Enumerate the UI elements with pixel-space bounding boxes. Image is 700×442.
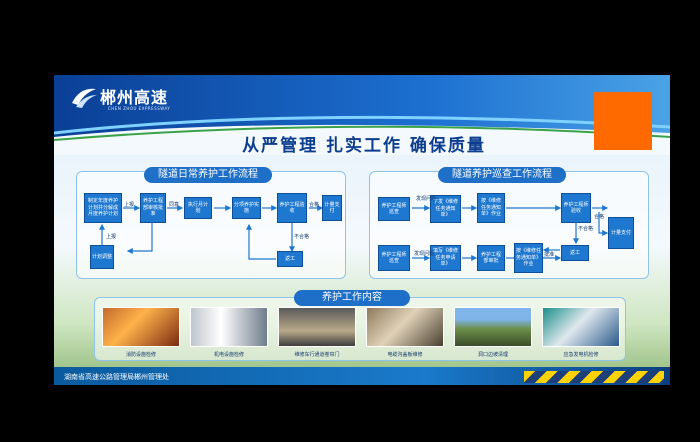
label-unqualified-right: 不合格 (578, 226, 594, 232)
poster-board: 郴州高速 CHEN ZHOU EXPRESSWAY 从严管理 扎实工作 确保质量… (54, 75, 670, 385)
caption-slope: 洞口边坡清理 (477, 352, 508, 358)
box-implement: 分项养护实施 (232, 197, 261, 219)
logo-english: CHEN ZHOU EXPRESSWAY (108, 106, 171, 111)
label-qualified-right: 合格 (594, 214, 605, 220)
box-daily: 养护工程师巡查 (378, 245, 410, 271)
caption-generator: 应急发电机检修 (563, 352, 599, 358)
box-pay-left: 计量支付 (322, 195, 342, 221)
label-agree: 同意 (169, 202, 180, 208)
box-pay-right: 计量支付 (608, 217, 634, 249)
photo-cable (366, 307, 444, 347)
photo-generator (542, 307, 620, 347)
caption-cable: 电缆沟盖板维修 (387, 352, 423, 358)
work-panel (94, 297, 626, 361)
label-up2: 上报 (106, 234, 117, 240)
caption-fire: 消防设施检修 (125, 352, 156, 358)
box-adjust: 计划调整 (90, 245, 114, 269)
photo-electric (190, 307, 268, 347)
box-execute-plan: 执行月计划 (184, 197, 212, 219)
hazard-stripes (524, 371, 664, 383)
box-notice: 下发《维修任务通知单》 (430, 195, 461, 223)
box-rework-left: 返工 (277, 251, 303, 267)
box-report-approve: 养护工程部审核批准 (140, 193, 166, 223)
label-approve: 批准 (544, 252, 555, 258)
box-repair1: 按《维修任务通知单》作业 (477, 193, 505, 223)
label-qualified-left: 合格 (309, 202, 320, 208)
orange-block (594, 92, 652, 150)
label-up1: 上报 (124, 202, 135, 208)
photo-door (278, 307, 356, 347)
footer: 湖南省高速公路管理局郴州管理处 (54, 367, 670, 385)
caption-door: 维修车行通道卷帘门 (294, 352, 340, 358)
box-plan-year: 制定年度养护计划并分解成月度养护计划 (84, 193, 122, 223)
logo-icon (72, 88, 97, 108)
right-flow-title: 隧道养护巡查工作流程 (438, 167, 566, 183)
box-check: 养护工程验收 (277, 193, 307, 223)
label-unqualified-left: 不合格 (294, 234, 310, 240)
header-swoosh (54, 115, 670, 155)
box-rework-right: 返工 (561, 245, 589, 261)
photo-slope (454, 307, 532, 347)
page-title: 从严管理 扎实工作 确保质量 (242, 136, 486, 156)
right-flow-panel (369, 171, 649, 279)
photo-fire (102, 307, 180, 347)
logo-name: 郴州高速 (100, 88, 169, 107)
work-title: 养护工作内容 (294, 290, 410, 306)
label-found: 发现问题 (416, 196, 437, 202)
footer-text: 湖南省高速公路管理局郴州管理处 (64, 373, 169, 381)
box-accept: 养护工程师验收 (561, 193, 591, 223)
box-repair2: 按《维修任务通知单》作业 (514, 243, 543, 273)
box-approve: 养护工程部审批 (477, 245, 505, 271)
logo: 郴州高速 CHEN ZHOU EXPRESSWAY (70, 81, 200, 117)
left-flow-title: 隧道日常养护工作流程 (144, 167, 272, 183)
label-found2: 发现问题 (414, 251, 435, 257)
box-fill: 填写《维修任务申请单》 (430, 245, 461, 271)
caption-electric: 机电设施检修 (213, 352, 244, 358)
box-inspect: 养护工程师巡查 (378, 197, 410, 221)
